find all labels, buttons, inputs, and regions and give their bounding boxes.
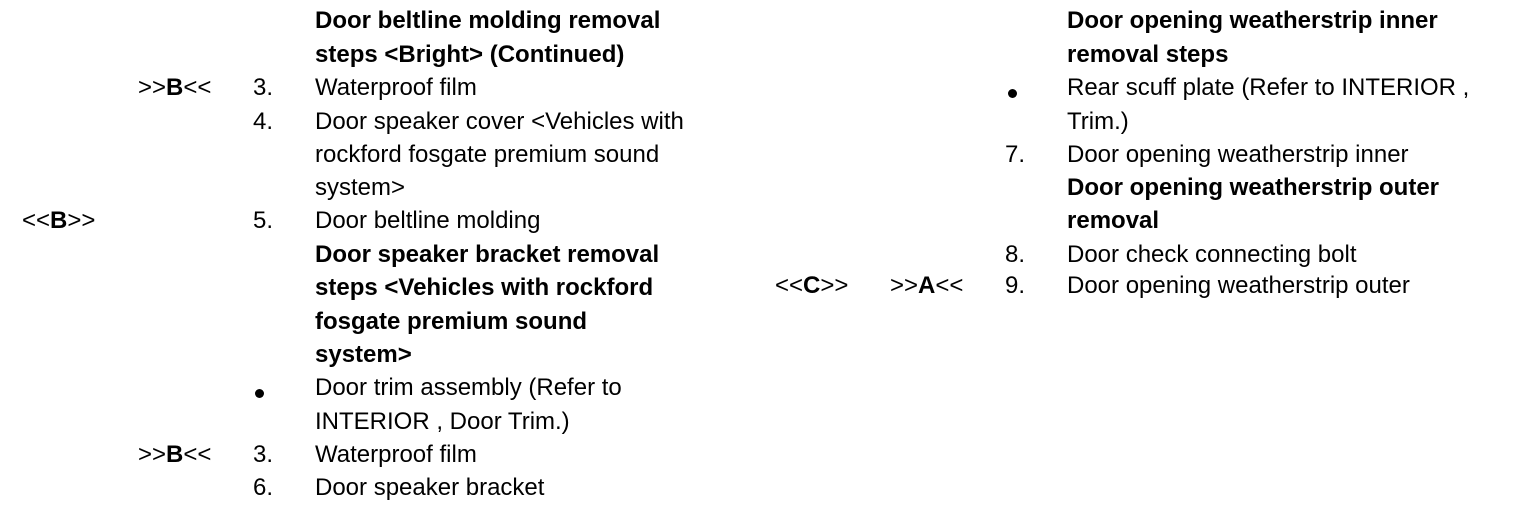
section-heading: Door opening weatherstrip outer — [1067, 174, 1440, 201]
bullet-text: Trim.) — [1067, 108, 1129, 135]
step-text: Door beltline molding — [315, 207, 541, 234]
section-heading: steps <Bright> (Continued) — [315, 41, 625, 68]
section-heading: system> — [315, 341, 412, 368]
step-text: Door opening weatherstrip outer — [1067, 272, 1410, 299]
bullet-text: INTERIOR , Door Trim.) — [315, 408, 570, 435]
section-heading: Door beltline molding removal — [315, 7, 661, 34]
step-marker: >>B<< — [138, 74, 212, 101]
step-text: Waterproof film — [315, 441, 477, 468]
step-number: 7. — [1005, 141, 1026, 168]
step-marker: <<C>> — [775, 272, 849, 299]
step-text: Door check connecting bolt — [1067, 241, 1357, 268]
step-number: 3. — [253, 441, 274, 468]
step-number: 6. — [253, 474, 274, 501]
section-heading: Door opening weatherstrip inner — [1067, 7, 1438, 34]
step-text: rockford fosgate premium sound — [315, 141, 660, 168]
section-heading: removal steps — [1067, 41, 1229, 68]
step-text: system> — [315, 174, 406, 201]
step-number: 9. — [1005, 272, 1026, 299]
step-marker: >>A<< — [890, 272, 964, 299]
step-number: 5. — [253, 207, 274, 234]
bullet-icon — [255, 389, 264, 398]
step-text: Waterproof film — [315, 74, 477, 101]
step-number: 8. — [1005, 241, 1026, 268]
bullet-icon — [1008, 89, 1017, 98]
step-number: 3. — [253, 74, 274, 101]
step-marker: >>B<< — [138, 441, 212, 468]
bullet-text: Rear scuff plate (Refer to INTERIOR , — [1067, 74, 1470, 101]
section-heading: fosgate premium sound — [315, 308, 588, 335]
section-heading: Door speaker bracket removal — [315, 241, 660, 268]
section-heading: removal — [1067, 207, 1160, 234]
step-number: 4. — [253, 108, 274, 135]
step-marker: <<B>> — [22, 207, 96, 234]
bullet-text: Door trim assembly (Refer to — [315, 374, 622, 401]
step-text: Door speaker cover <Vehicles with — [315, 108, 684, 135]
section-heading: steps <Vehicles with rockford — [315, 274, 654, 301]
step-text: Door opening weatherstrip inner — [1067, 141, 1409, 168]
step-text: Door speaker bracket — [315, 474, 545, 501]
